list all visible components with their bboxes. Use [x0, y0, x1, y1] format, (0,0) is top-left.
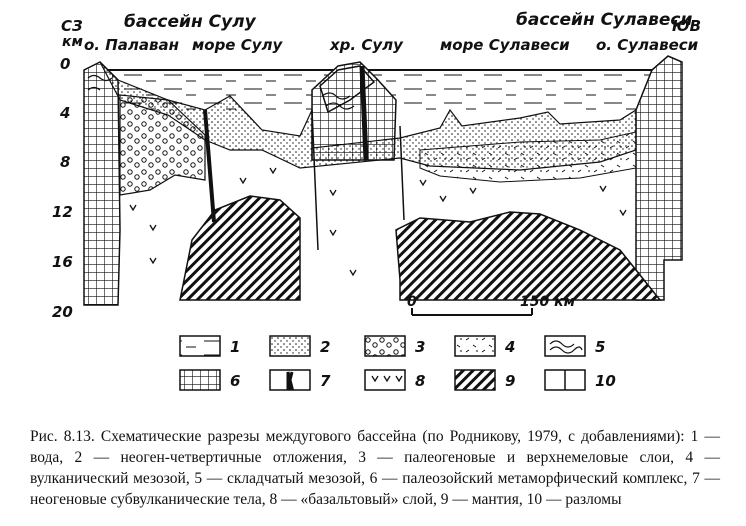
basin-sulawesi-label: бассейн Сулавеси — [516, 10, 693, 30]
scale-bar-end: 150 км — [520, 294, 576, 310]
sulu-ridge-label: хр. Сулу — [330, 36, 403, 54]
palawan-island-label: о. Палаван — [84, 36, 179, 54]
legend-num-5: 5 — [595, 338, 606, 356]
basin-sulu-label: бассейн Сулу — [124, 12, 256, 32]
legend-num-7: 7 — [320, 372, 331, 390]
depth-tick-20: 20 — [52, 303, 73, 321]
depth-tick-16: 16 — [52, 253, 73, 271]
depth-tick-4: 4 — [60, 104, 71, 122]
sulawesi-sea-label: море Сулавеси — [440, 36, 570, 54]
figure-caption: Рис. 8.13. Схематические разрезы междуго… — [30, 428, 720, 508]
direction-nw-label: СЗ — [61, 17, 83, 35]
depth-unit-label: км — [62, 34, 83, 50]
depth-tick-12: 12 — [52, 203, 73, 221]
legend-num-10: 10 — [595, 372, 616, 390]
legend-num-1: 1 — [230, 338, 241, 356]
legend-num-8: 8 — [415, 372, 426, 390]
sulu-sea-label: море Сулу — [192, 36, 283, 54]
legend-num-4: 4 — [505, 338, 516, 356]
sulawesi-island-label: о. Сулавеси — [596, 36, 699, 54]
legend-num-2: 2 — [320, 338, 331, 356]
legend-num-9: 9 — [505, 372, 516, 390]
scale-bar-start: 0 — [407, 294, 417, 310]
direction-se-label: ЮВ — [672, 17, 702, 35]
cross-section-diagram — [83, 55, 683, 391]
legend-num-6: 6 — [230, 372, 241, 390]
legend-num-3: 3 — [415, 338, 426, 356]
depth-tick-0: 0 — [60, 55, 71, 73]
depth-tick-8: 8 — [60, 153, 71, 171]
